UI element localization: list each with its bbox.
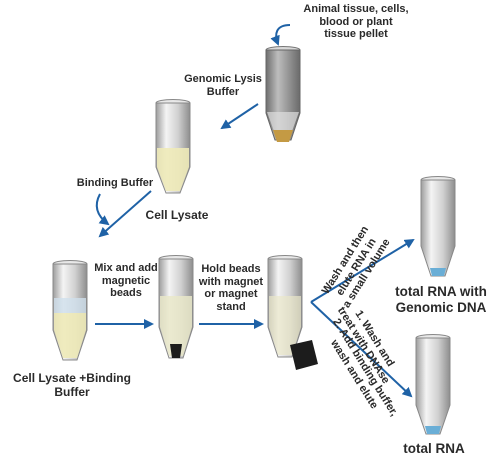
label-source-sample: Animal tissue, cells, blood or plant tis… [303,3,409,41]
arrow-binding-buffer-drop [95,193,110,226]
label-hold-beads: Hold beads with magnet or magnet stand [198,263,264,313]
tube-rna-genomic [420,176,456,277]
tube-total-rna [415,334,451,435]
label-cell-lysate-binding: Cell Lysate +Binding Buffer [13,371,131,399]
rna-liquid [425,426,441,434]
tissue-pellet [273,130,293,142]
tube-lysate-binding [52,260,88,361]
binding-buffer-layer [54,298,86,313]
tube-on-magnet [267,255,318,370]
arrow-to-rna-genomic [310,238,415,303]
label-cell-lysate: Cell Lysate [145,208,209,222]
arrow-binding-buffer [98,190,152,238]
label-total-rna-genomic: total RNA with Genomic DNA [395,284,487,315]
rna-genomic-liquid [430,268,446,276]
tube-with-beads [158,255,194,359]
label-mix-beads: Mix and add magnetic beads [94,262,158,300]
label-total-rna: total RNA [403,441,465,456]
arrow-sample-to-tube [270,24,291,46]
label-binding-buffer: Binding Buffer [76,177,154,189]
lysate-layer [54,313,86,358]
magnetic-beads [170,344,182,358]
arrow-to-total-rna [310,301,413,398]
lysate-liquid [157,148,189,191]
label-genomic-lysis-buffer: Genomic Lysis Buffer [184,73,262,98]
arrow-lysis-buffer [220,103,259,130]
tube-cell-lysate [155,99,191,194]
tube-sample [265,46,301,142]
magnet-block [290,340,318,370]
